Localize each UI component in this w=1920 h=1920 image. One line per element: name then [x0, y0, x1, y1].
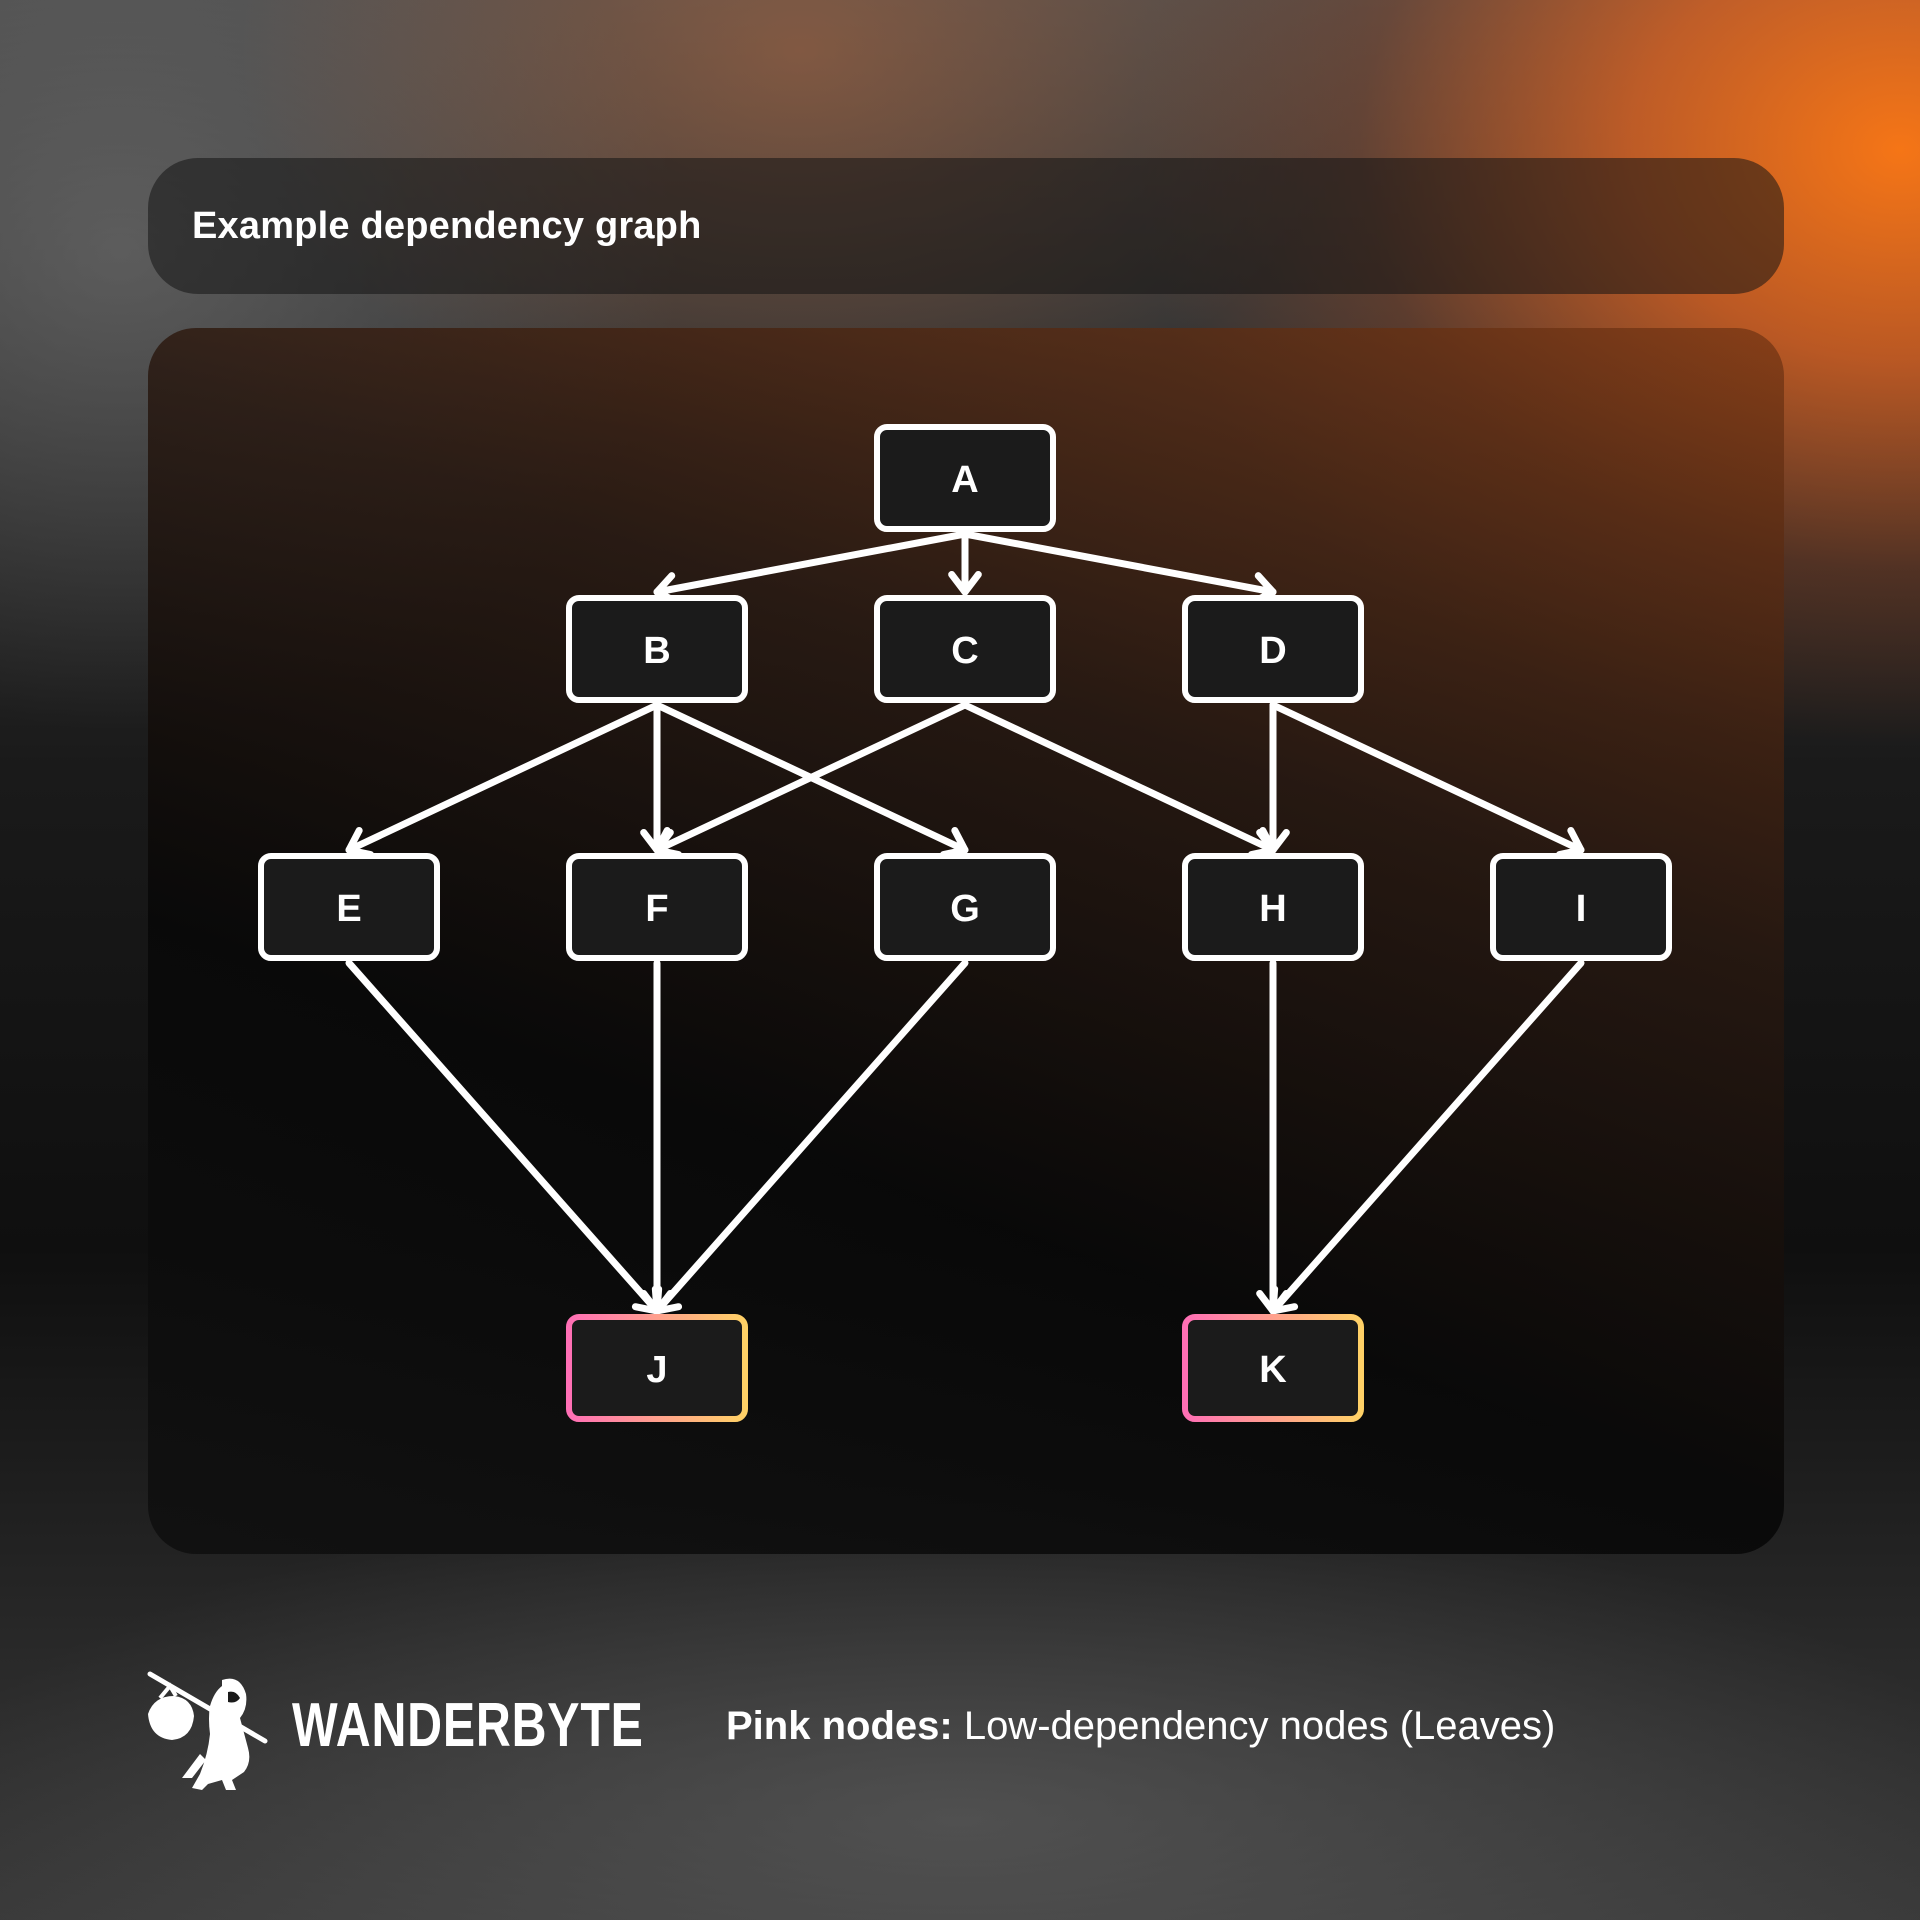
node-e: E — [258, 853, 440, 961]
node-label-d: D — [1259, 630, 1286, 672]
wanderer-logo-icon — [147, 1671, 268, 1790]
node-box-e — [258, 853, 440, 961]
node-box-d — [1182, 595, 1364, 703]
node-label-f: F — [645, 888, 668, 930]
edge-I-K — [1269, 959, 1585, 1315]
legend-key: Pink nodes: — [726, 1704, 953, 1748]
node-box-j — [566, 1314, 748, 1422]
node-j: J — [566, 1314, 748, 1422]
node-label-b: B — [643, 630, 670, 672]
edge-C-F — [653, 701, 969, 854]
node-k: K — [1182, 1314, 1364, 1422]
node-label-j: J — [646, 1349, 667, 1391]
legend: Pink nodes: Low-dependency nodes (Leaves… — [726, 1704, 1555, 1749]
edge-E-J — [345, 959, 661, 1315]
node-box-a — [874, 424, 1056, 532]
arrowhead-D-H — [1256, 828, 1290, 854]
node-box-g — [874, 853, 1056, 961]
edge-A-D — [961, 530, 1277, 596]
edge-C-H — [961, 701, 1277, 854]
node-box-b — [566, 595, 748, 703]
node-a: A — [874, 424, 1056, 532]
node-label-i: I — [1576, 888, 1587, 930]
title-bar: Example dependency graph — [148, 158, 1784, 294]
node-box-i — [1490, 853, 1672, 961]
edge-D-I — [1269, 701, 1585, 854]
edge-G-J — [653, 959, 969, 1315]
edge-A-B — [653, 530, 969, 596]
node-label-h: H — [1259, 888, 1286, 930]
node-b: B — [566, 595, 748, 703]
arrowhead-G-J — [653, 1285, 683, 1315]
brand-name: WANDERBYTE — [292, 1691, 644, 1760]
node-label-e: E — [336, 888, 361, 930]
node-box-k — [1182, 1314, 1364, 1422]
node-h: H — [1182, 853, 1364, 961]
node-label-a: A — [951, 459, 978, 501]
node-box-c — [874, 595, 1056, 703]
arrowhead-A-C — [948, 570, 982, 596]
node-box-f — [566, 853, 748, 961]
edge-B-E — [345, 701, 661, 854]
legend-description: Low-dependency nodes (Leaves) — [952, 1704, 1556, 1748]
node-label-g: G — [950, 888, 980, 930]
node-i: I — [1490, 853, 1672, 961]
node-f: F — [566, 853, 748, 961]
node-g: G — [874, 853, 1056, 961]
node-c: C — [874, 595, 1056, 703]
node-label-k: K — [1259, 1349, 1287, 1391]
arrowhead-I-K — [1269, 1285, 1299, 1315]
node-box-h — [1182, 853, 1364, 961]
nodes-layer: A B C D E F G H I J K — [258, 424, 1672, 1422]
node-label-c: C — [951, 630, 978, 672]
page-title: Example dependency graph — [192, 204, 702, 247]
footer: WANDERBYTE Pink nodes: Low-dependency no… — [0, 1660, 1920, 1800]
node-d: D — [1182, 595, 1364, 703]
